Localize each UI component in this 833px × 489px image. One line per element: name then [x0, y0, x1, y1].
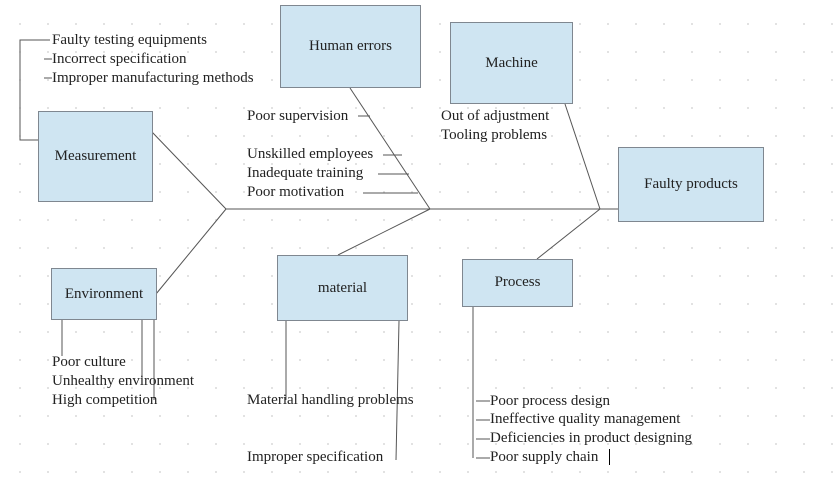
machine-label: Machine: [485, 54, 538, 71]
cause-label: Poor motivation: [247, 184, 345, 200]
cause-label: Deficiencies in product designing: [490, 430, 693, 446]
cause-label: Poor supervision: [247, 108, 349, 124]
measurement-box[interactable]: Measurement: [38, 111, 153, 202]
cause-label: Faulty testing equipments: [52, 32, 207, 48]
cause-label: Poor process design: [490, 393, 610, 409]
process-box[interactable]: Process: [462, 259, 573, 307]
cause-label: Material handling problems: [247, 392, 414, 408]
environment-box[interactable]: Environment: [51, 268, 157, 320]
process-label: Process: [494, 274, 541, 290]
cause-label: Improper manufacturing methods: [52, 70, 254, 86]
measurement-label: Measurement: [54, 148, 137, 164]
cause-label: Ineffective quality management: [490, 411, 681, 427]
measurement-bracket: [19, 39, 50, 141]
process-branch: [536, 208, 601, 260]
effect-box[interactable]: Faulty products: [618, 147, 764, 222]
human-errors-box[interactable]: Human errors: [280, 5, 421, 88]
effect-label: Faulty products: [644, 176, 738, 192]
human-errors-label: Human errors: [309, 38, 392, 54]
cause-label: Tooling problems: [441, 127, 548, 143]
material-drop-2: [395, 320, 400, 461]
cause-label: Improper specification: [247, 449, 384, 465]
cause-label: Inadequate training: [247, 165, 364, 181]
text-cursor: [609, 449, 610, 465]
environment-branch: [155, 208, 227, 295]
measurement-branch: [151, 131, 227, 210]
material-label: material: [317, 279, 368, 296]
cause-label: Incorrect specification: [52, 51, 187, 67]
environment-label: Environment: [64, 285, 144, 302]
cause-label: High competition: [52, 392, 158, 408]
machine-branch: [564, 103, 601, 210]
cause-label: Unskilled employees: [247, 146, 374, 162]
material-branch: [337, 208, 431, 256]
material-box[interactable]: material: [277, 255, 408, 321]
machine-box[interactable]: Machine: [450, 22, 573, 104]
cause-label: Poor supply chain: [490, 449, 599, 465]
human-errors-branch: [349, 87, 431, 210]
cause-label: Poor culture: [52, 354, 126, 370]
cause-label: Out of adjustment: [441, 108, 550, 124]
cause-label: Unhealthy environment: [52, 373, 195, 389]
